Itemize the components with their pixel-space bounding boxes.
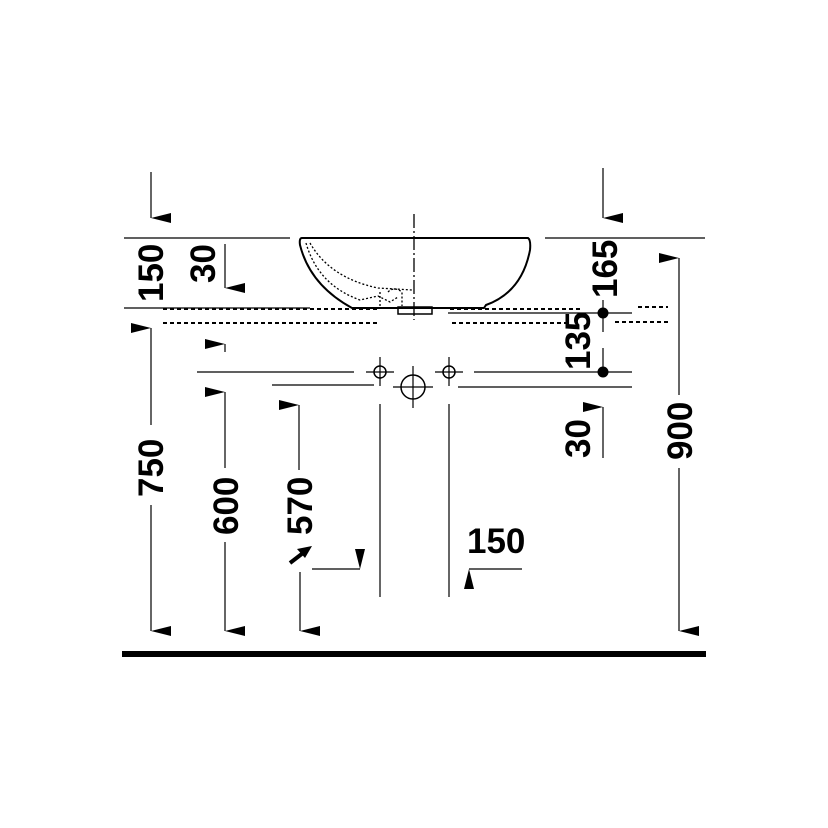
floor-line	[122, 651, 706, 657]
dim-150-spacing-label: 150	[467, 522, 525, 561]
dim-150-label: 150	[132, 244, 171, 302]
supply-left-symbol	[366, 357, 394, 386]
dim-600-label: 600	[207, 477, 246, 535]
drain-symbol	[393, 366, 433, 408]
basin-bowl	[298, 214, 532, 320]
dim-30-label: 30	[184, 244, 223, 283]
diagonal-arrow-icon	[288, 546, 312, 565]
dim-30-right-label: 30	[559, 419, 598, 458]
dim-750-label: 750	[132, 439, 171, 497]
dim-900-label: 900	[661, 402, 700, 460]
dim-165-label: 165	[586, 240, 625, 298]
supply-right-symbol	[435, 357, 463, 386]
dim-570-label: 570	[281, 477, 320, 535]
dim-135-label: 135	[559, 312, 598, 370]
